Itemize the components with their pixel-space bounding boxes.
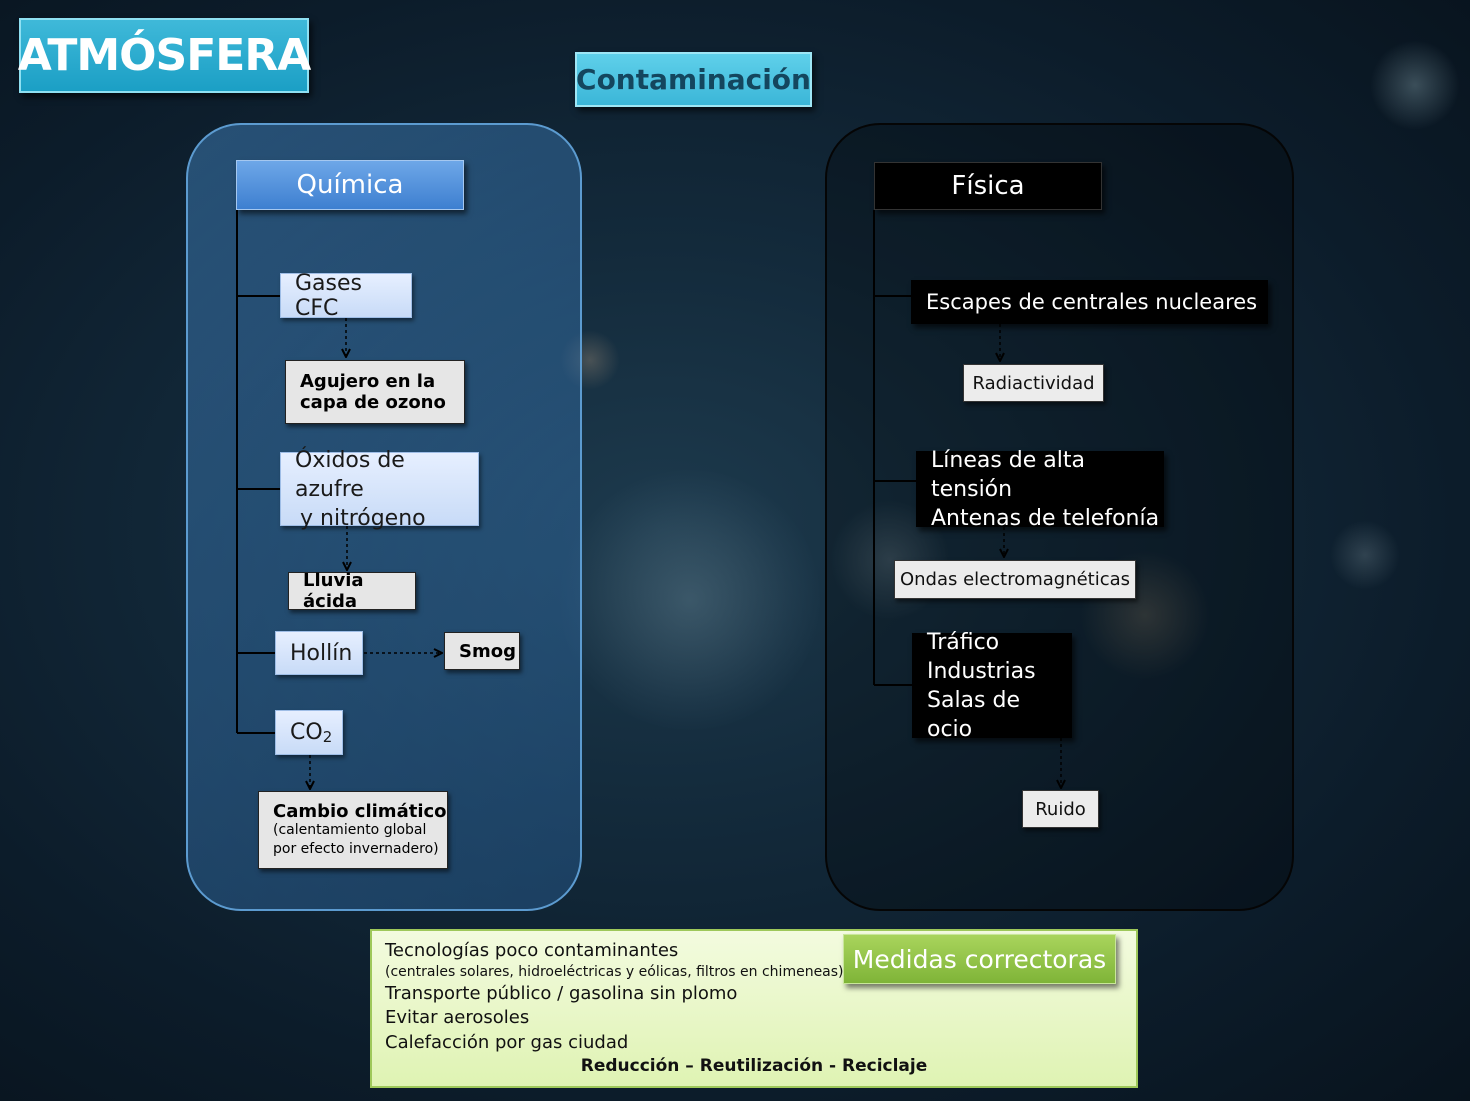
oxidos-node: Óxidos de azufre y nitrógeno bbox=[280, 448, 479, 531]
medidas-note: (centrales solares, hidroeléctricas y eó… bbox=[385, 964, 844, 980]
fisica-header: Física bbox=[874, 162, 1102, 210]
agujero-line-1: Agujero en la bbox=[300, 371, 436, 392]
co2-subscript: 2 bbox=[322, 727, 333, 746]
page-title: ATMÓSFERA bbox=[18, 18, 311, 93]
cambio-climatico-node: Cambio climático (calentamiento global p… bbox=[258, 791, 448, 869]
trafico-line-3: Salas de ocio bbox=[927, 687, 1020, 742]
co2-label: CO bbox=[290, 720, 323, 745]
trafico-node: Tráfico Industrias Salas de ocio bbox=[912, 630, 1072, 742]
quimica-header: Química bbox=[236, 160, 464, 210]
trafico-line-1: Tráfico bbox=[927, 629, 1000, 655]
medidas-label: Medidas correctoras bbox=[843, 934, 1116, 984]
agujero-line-2: capa de ozono bbox=[300, 392, 446, 413]
cambio-line-2: (calentamiento global bbox=[273, 821, 427, 838]
medidas-item: Calefacción por gas ciudad bbox=[385, 1032, 629, 1053]
radiactividad-node: Radiactividad bbox=[963, 364, 1104, 402]
escapes-node: Escapes de centrales nucleares bbox=[911, 280, 1268, 324]
diagram-subtitle: Contaminación bbox=[575, 52, 812, 107]
ondas-node: Ondas electromagnéticas bbox=[894, 560, 1136, 599]
medidas-item: Tecnologías poco contaminantes bbox=[385, 940, 679, 961]
oxidos-line-1: Óxidos de azufre bbox=[295, 447, 405, 502]
medidas-item: Evitar aerosoles bbox=[385, 1007, 530, 1028]
cambio-title: Cambio climático bbox=[273, 800, 447, 822]
ruido-node: Ruido bbox=[1022, 790, 1099, 828]
cambio-line-3: por efecto invernadero) bbox=[273, 840, 439, 857]
medidas-footer: Reducción – Reutilización - Reciclaje bbox=[580, 1056, 928, 1076]
hollin-node: Hollín bbox=[275, 631, 363, 675]
lluvia-acida-node: Lluvia ácida bbox=[288, 570, 416, 612]
oxidos-line-2: y nitrógeno bbox=[300, 505, 426, 531]
lineas-line-2: Antenas de telefonía bbox=[931, 505, 1160, 531]
lineas-antenas-node: Líneas de alta tensión Antenas de telefo… bbox=[916, 448, 1164, 531]
gases-cfc-node: Gases CFC bbox=[280, 271, 412, 321]
medidas-item: Transporte público / gasolina sin plomo bbox=[385, 983, 738, 1004]
smog-node: Smog bbox=[444, 632, 520, 670]
agujero-ozono-node: Agujero en la capa de ozono bbox=[285, 360, 465, 424]
trafico-line-2: Industrias bbox=[927, 658, 1036, 684]
lineas-line-1: Líneas de alta tensión bbox=[931, 447, 1085, 502]
